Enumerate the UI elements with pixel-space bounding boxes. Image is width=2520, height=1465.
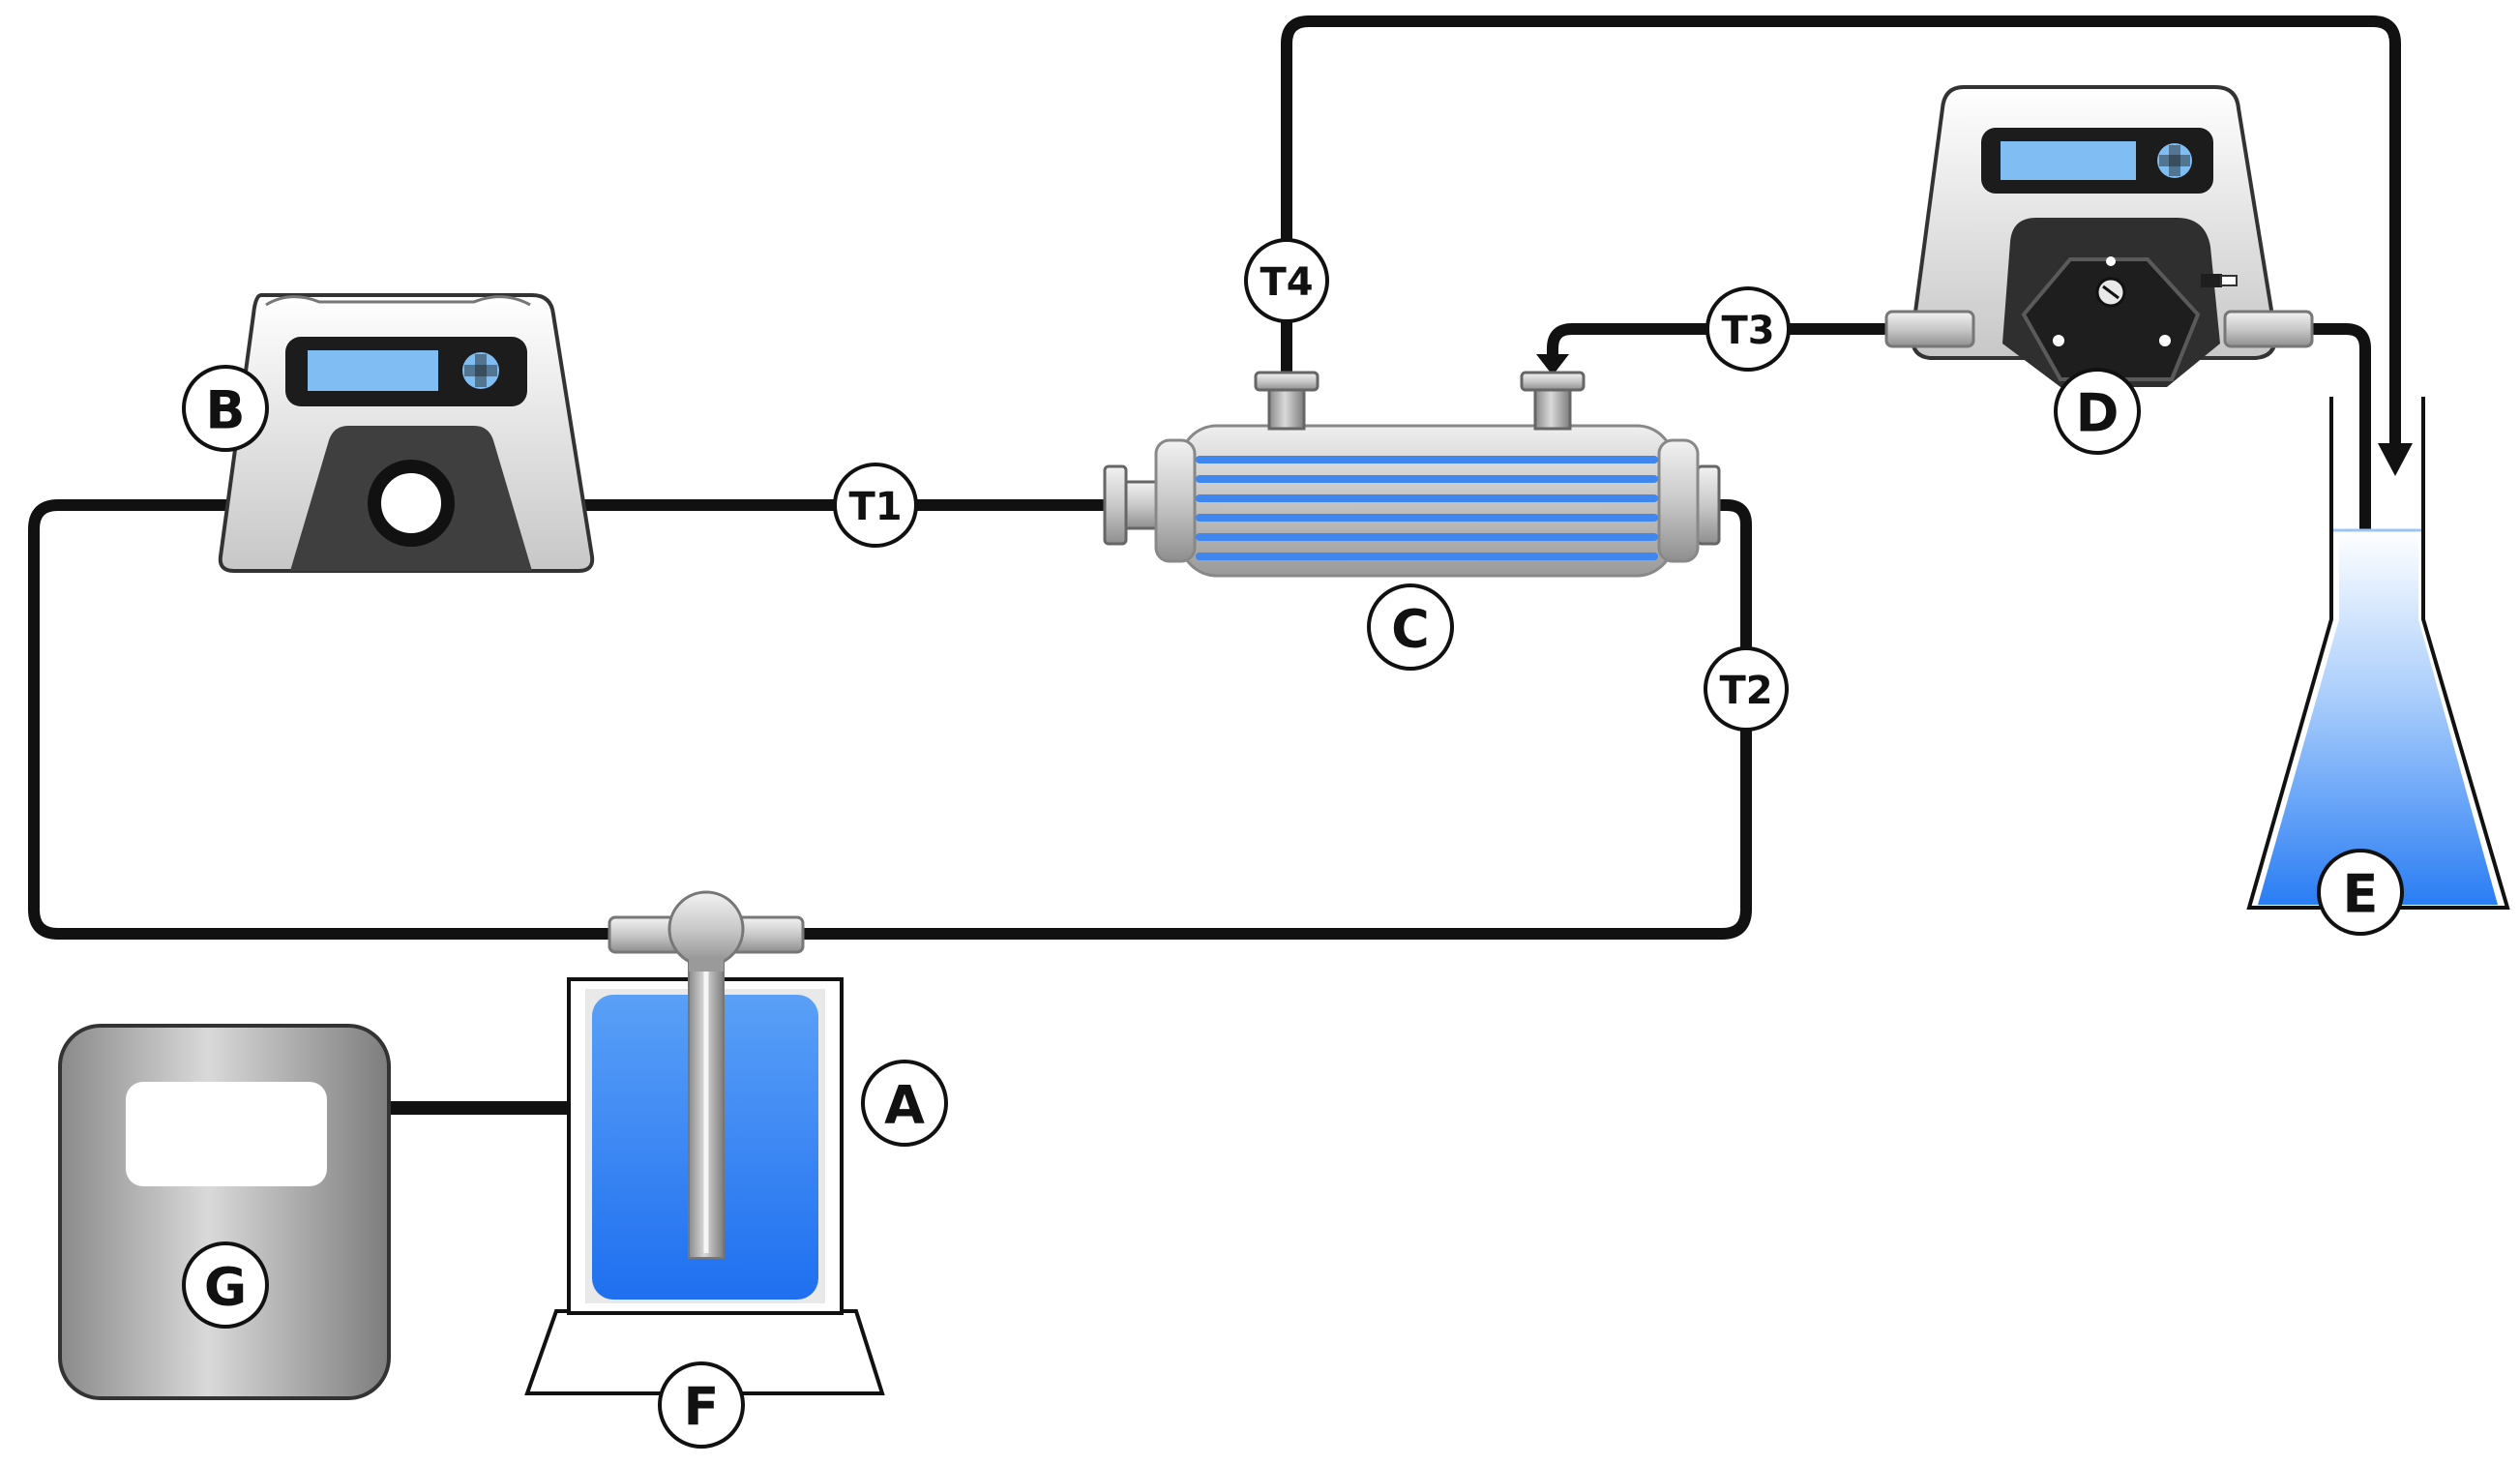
pump-b-keypad-icon bbox=[462, 352, 499, 389]
pump-b-screen bbox=[308, 350, 438, 391]
pump-d-screw-right bbox=[2159, 335, 2171, 346]
label-d: D bbox=[2054, 368, 2141, 455]
module-left-flange bbox=[1103, 464, 1128, 546]
module-top-port-right-flange bbox=[1520, 371, 1586, 392]
flow-arrow-into-module bbox=[1536, 354, 1569, 375]
module-top-port-left-flange bbox=[1254, 371, 1319, 392]
return-pipe-to-module bbox=[1547, 323, 1902, 366]
membrane-module bbox=[1103, 371, 1721, 578]
label-a: A bbox=[861, 1060, 948, 1147]
module-shell-right-cap bbox=[1657, 438, 1700, 563]
label-e-text: E bbox=[2343, 864, 2379, 925]
draw-pipe-from-flask bbox=[2297, 323, 2371, 814]
pump-d-screw-top bbox=[2106, 256, 2116, 266]
pump-b-top bbox=[265, 295, 531, 307]
sensor-t2-label: T2 bbox=[1719, 669, 1772, 713]
label-c-text: C bbox=[1391, 599, 1430, 660]
controller-body bbox=[58, 1024, 391, 1400]
sensor-t3-label: T3 bbox=[1721, 309, 1774, 353]
pump-d-cover bbox=[2021, 257, 2201, 381]
controller-display bbox=[126, 1082, 327, 1186]
pump-d-tube-left bbox=[1884, 310, 1975, 348]
receiving-flask bbox=[2246, 397, 2510, 910]
label-f-text: F bbox=[684, 1377, 720, 1438]
pump-d-tube-right bbox=[2223, 310, 2314, 348]
label-e: E bbox=[2317, 849, 2404, 936]
hollow-fibers bbox=[1196, 456, 1658, 560]
pump-b-rotor bbox=[368, 460, 455, 547]
label-b-text: B bbox=[205, 380, 245, 441]
tank-connector bbox=[667, 890, 745, 968]
sensor-t1-label: T1 bbox=[848, 485, 902, 529]
label-d-text: D bbox=[2076, 383, 2120, 444]
label-g: G bbox=[182, 1241, 269, 1329]
label-g-text: G bbox=[204, 1257, 247, 1318]
sensor-t4-label: T4 bbox=[1260, 260, 1313, 305]
pump-d-screen bbox=[2001, 141, 2136, 180]
sensor-t1: T1 bbox=[833, 463, 918, 548]
label-c: C bbox=[1367, 583, 1454, 671]
pump-d-keypad-icon bbox=[2157, 143, 2192, 178]
loop-pipe bbox=[28, 499, 1752, 940]
module-right-flange bbox=[1696, 464, 1721, 546]
draw-pump bbox=[1884, 85, 2314, 387]
label-b: B bbox=[182, 365, 269, 452]
label-f: F bbox=[658, 1361, 745, 1449]
feed-pump bbox=[218, 293, 595, 573]
sensor-t4: T4 bbox=[1244, 238, 1329, 323]
flask-liquid bbox=[2258, 530, 2498, 905]
temperature-controller bbox=[58, 1024, 391, 1400]
pump-d-screw-left bbox=[2053, 335, 2064, 346]
flow-arrow-down bbox=[2378, 443, 2413, 476]
sensor-t3: T3 bbox=[1705, 286, 1791, 372]
feed-tank bbox=[524, 890, 885, 1395]
outlet-pipe-to-flask bbox=[1281, 15, 2401, 461]
label-a-text: A bbox=[884, 1075, 925, 1136]
tubing bbox=[28, 15, 2413, 1115]
module-shell-left-cap bbox=[1154, 438, 1197, 563]
pump-d-lever bbox=[2201, 274, 2222, 287]
sensor-t2: T2 bbox=[1704, 646, 1789, 732]
